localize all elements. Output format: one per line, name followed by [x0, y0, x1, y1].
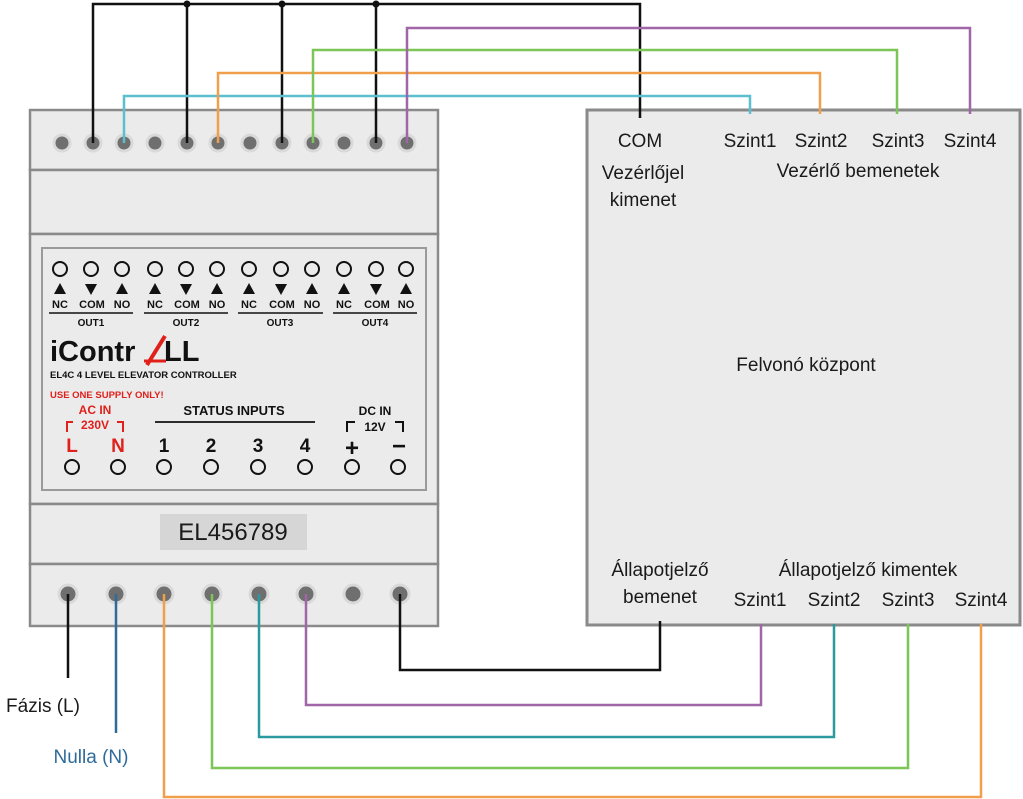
- wires: [66, 0, 983, 799]
- central-title: Felvonó központ: [736, 355, 876, 376]
- status-level-2-label: Szint2: [808, 590, 861, 611]
- wire-level-2: [216, 71, 822, 143]
- supply-warning: USE ONE SUPPLY ONLY!: [50, 390, 164, 401]
- brand-suffix: LL: [164, 336, 199, 368]
- device-subtitle: EL4C 4 LEVEL ELEVATOR CONTROLLER: [50, 370, 237, 381]
- output-contact-arrows: [54, 283, 412, 295]
- terminal-screw[interactable]: [145, 133, 165, 153]
- terminal-screw[interactable]: [334, 133, 354, 153]
- dc-voltage-label: 12V: [364, 420, 385, 434]
- dc-input-section: DC IN 12V + −: [345, 404, 406, 462]
- contact-label-com: COM: [364, 299, 390, 311]
- wire-level-1: [122, 94, 752, 143]
- out-group-label: OUT1: [78, 318, 105, 329]
- status-input-4-label: 4: [300, 436, 311, 457]
- out-group-label: OUT3: [267, 318, 294, 329]
- control-signal-label-2: kimenet: [610, 190, 677, 211]
- ac-voltage-label: 230V: [81, 418, 109, 432]
- status-input-label: Állapotjelző: [611, 560, 708, 581]
- wire-level-3: [311, 48, 899, 143]
- contact-label-nc: NC: [241, 299, 257, 311]
- phase-label: Fázis (L): [6, 696, 80, 717]
- ac-in-label: AC IN: [79, 403, 112, 417]
- contact-label-no: NO: [209, 299, 226, 311]
- output-contact-circles: [52, 261, 414, 277]
- contact-label-com: COM: [174, 299, 200, 311]
- terminal-screw[interactable]: [240, 133, 260, 153]
- status-level-1-label: Szint1: [734, 590, 787, 611]
- contact-label-no: NO: [398, 299, 415, 311]
- status-inputs-label: STATUS INPUTS: [183, 403, 285, 418]
- control-inputs-label: Vezérlő bemenetek: [777, 161, 940, 182]
- wire-status-1: [304, 594, 763, 707]
- contact-label-no: NO: [304, 299, 321, 311]
- dc-minus-label: −: [392, 433, 406, 460]
- elevator-central-unit: COM Vezérlőjel kimenet Szint1 Szint2 Szi…: [585, 108, 1022, 627]
- brand-prefix: iContr: [50, 336, 135, 368]
- control-signal-label: Vezérlőjel: [602, 163, 684, 184]
- brand-logo: iContr LL: [50, 334, 199, 368]
- ac-l-label: L: [66, 436, 78, 457]
- serial-plate: EL456789: [160, 514, 307, 550]
- status-level-3-label: Szint3: [882, 590, 935, 611]
- neutral-label: Nulla (N): [54, 747, 129, 768]
- ac-input-section: AC IN 230V L N: [66, 403, 125, 457]
- wire-status-4: [162, 594, 983, 799]
- contact-label-nc: NC: [147, 299, 163, 311]
- out-group-label: OUT2: [173, 318, 200, 329]
- wire-status-common: [398, 594, 662, 672]
- contact-label-com: COM: [79, 299, 105, 311]
- dc-plus-label: +: [345, 435, 359, 462]
- wire-com-bus: [91, 2, 642, 143]
- ac-n-label: N: [111, 436, 125, 457]
- control-level-2-label: Szint2: [795, 131, 848, 152]
- status-input-2-label: 2: [206, 436, 217, 457]
- contact-label-no: NO: [114, 299, 131, 311]
- contact-label-nc: NC: [52, 299, 68, 311]
- control-level-3-label: Szint3: [872, 131, 925, 152]
- contact-label-nc: NC: [336, 299, 352, 311]
- status-outputs-label: Állapotjelző kimentek: [779, 560, 958, 581]
- wire-status-3: [210, 594, 910, 770]
- terminal-screw[interactable]: [342, 583, 364, 605]
- top-terminal-row: [52, 133, 417, 153]
- status-input-3-label: 3: [253, 436, 264, 457]
- out-group-label: OUT4: [362, 318, 389, 329]
- controller-housing: [28, 108, 440, 628]
- control-level-1-label: Szint1: [724, 131, 777, 152]
- wire-level-4: [405, 26, 972, 143]
- wire-status-2: [257, 594, 836, 739]
- input-terminal-circles: [64, 459, 406, 475]
- status-input-1-label: 1: [159, 436, 170, 457]
- dc-in-label: DC IN: [359, 404, 392, 418]
- terminal-screw[interactable]: [52, 133, 72, 153]
- contact-label-com: COM: [269, 299, 295, 311]
- output-groups: OUT1 OUT2 OUT3 OUT4: [49, 312, 417, 329]
- serial-number: EL456789: [178, 519, 287, 546]
- status-input-label-2: bemenet: [623, 587, 698, 608]
- com-label: COM: [618, 131, 662, 152]
- output-contact-labels: NC COM NO NC COM NO NC COM NO NC COM NO: [52, 299, 415, 311]
- status-inputs-section: STATUS INPUTS 1 2 3 4: [155, 403, 315, 457]
- status-level-4-label: Szint4: [955, 590, 1008, 611]
- control-level-4-label: Szint4: [944, 131, 997, 152]
